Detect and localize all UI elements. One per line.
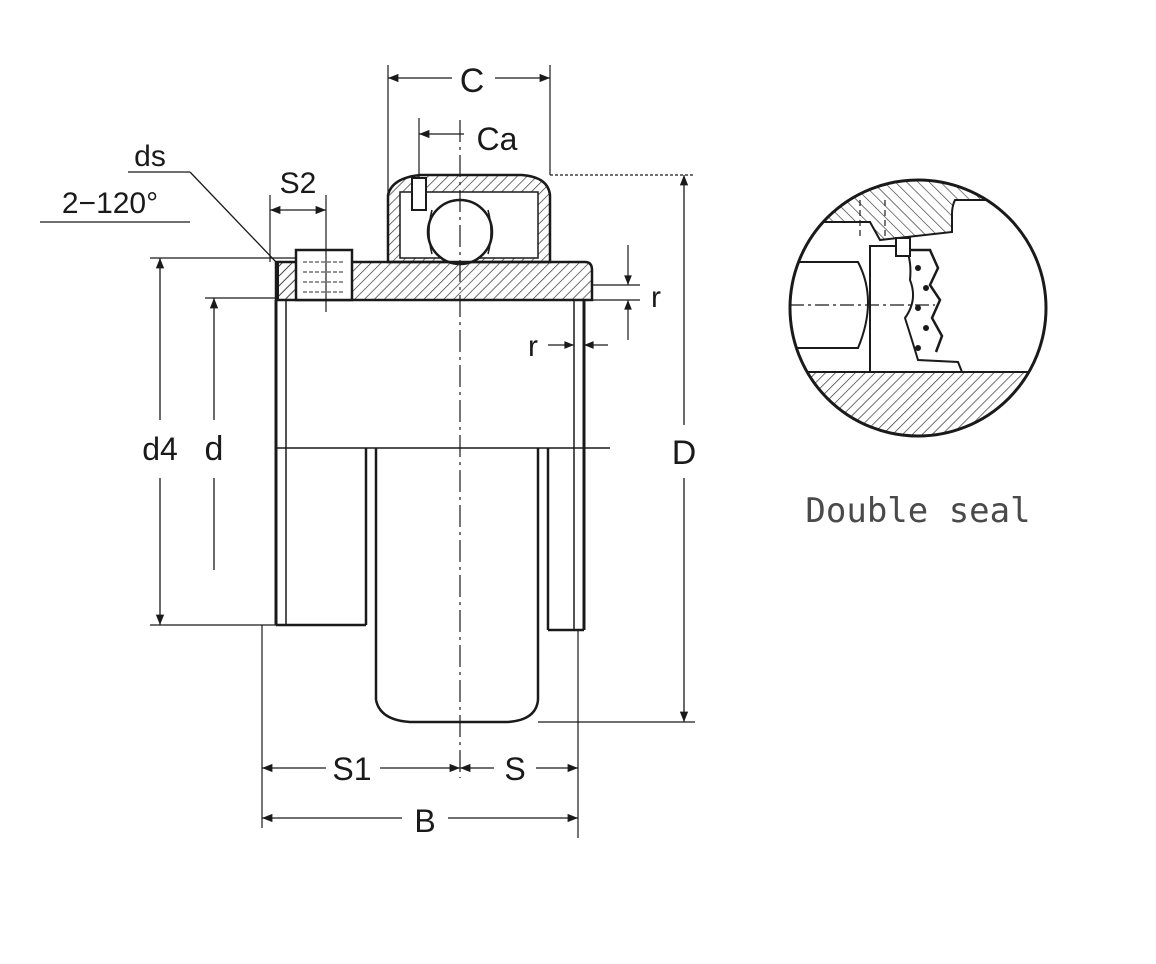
label-S2: S2 xyxy=(280,167,317,200)
label-d4: d4 xyxy=(142,431,178,467)
label-D: D xyxy=(672,434,697,472)
dimension-lines xyxy=(40,65,695,838)
set-screw xyxy=(277,248,354,302)
bearing-main-view xyxy=(274,120,610,778)
inner-ring xyxy=(274,260,594,302)
label-S1: S1 xyxy=(332,751,371,787)
label-Ca: Ca xyxy=(477,121,518,157)
seal-detail-view: Double seal xyxy=(788,178,1048,531)
detail-caption: Double seal xyxy=(805,491,1030,531)
sleeve-body xyxy=(274,300,610,724)
label-r-side: r xyxy=(528,330,538,363)
label-d: d xyxy=(205,430,224,468)
label-r-top: r xyxy=(651,281,661,314)
label-angle: 2−120° xyxy=(62,187,158,220)
label-ds: ds xyxy=(134,140,166,173)
dimension-labels: C Ca ds 2−120° S2 r r d4 d D S1 S B xyxy=(62,62,696,839)
label-S: S xyxy=(504,751,525,787)
label-B: B xyxy=(414,803,435,839)
label-C: C xyxy=(460,62,485,100)
